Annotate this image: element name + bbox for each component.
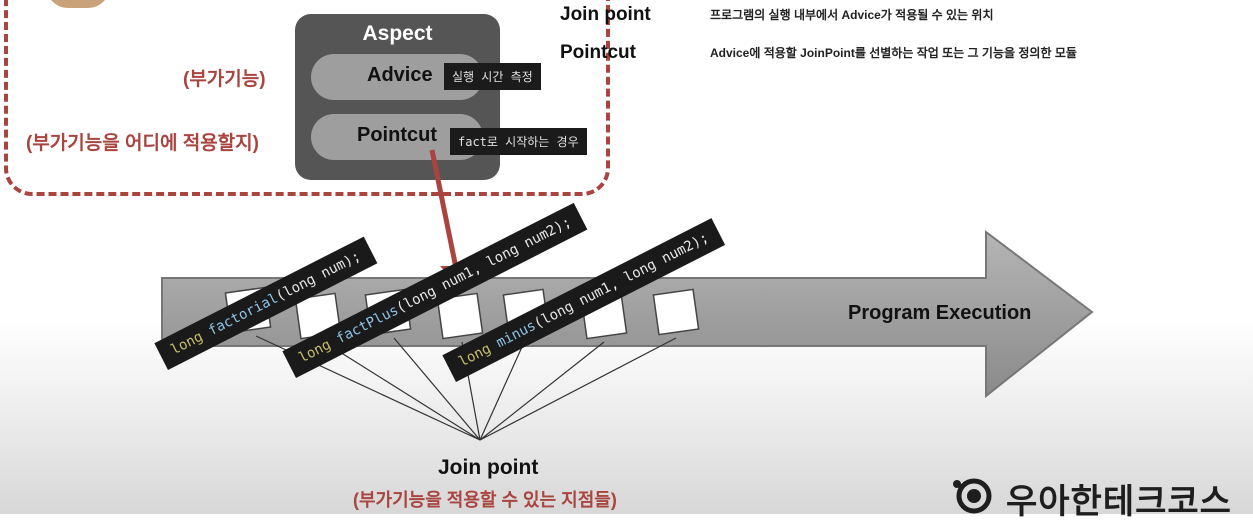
woowa-techcourse-logo: 우아한테크코스 [950, 472, 1250, 521]
logo-icon [953, 478, 992, 514]
aspect-region-dashed-border [4, 0, 610, 196]
join-point-line [479, 337, 527, 441]
join-point-line [323, 341, 481, 441]
join-point-line [393, 337, 481, 441]
advice-label: Advice [367, 64, 433, 86]
logo-text: 우아한테크코스 [1006, 483, 1232, 521]
join-point-square [436, 292, 484, 340]
definition-text-join-point: 프로그램의 실행 내부에서 Advice가 적용될 수 있는 위치 [710, 8, 994, 22]
definition-text-pointcut: Advice에 적용할 JoinPoint를 선별하는 작업 또는 그 기능을 … [710, 46, 1077, 60]
pointcut-label: Pointcut [357, 124, 437, 146]
pointcut-pointer-line [429, 149, 459, 269]
advice-description: (부가기능) [183, 69, 266, 90]
join-point-line [479, 337, 677, 441]
aspect-title: Aspect [362, 22, 433, 45]
avatar [46, 0, 110, 8]
aspect-box: Aspect Advice Pointcut [295, 14, 500, 180]
join-point-square [652, 288, 700, 336]
definition-term-join-point: Join point [560, 4, 651, 25]
join-point-subtitle: (부가기능을 적용할 수 있는 지점들) [353, 490, 617, 510]
join-point-line [479, 341, 605, 441]
pointcut-description: (부가기능을 어디에 적용할지) [26, 133, 259, 154]
join-point-title: Join point [438, 456, 539, 479]
definition-term-pointcut: Pointcut [560, 42, 636, 63]
program-execution-label: Program Execution [848, 302, 1032, 324]
advice-tag: 실행 시간 측정 [444, 63, 541, 90]
pointcut-tag: fact로 시작하는 경우 [450, 128, 587, 155]
join-point-lines [255, 335, 677, 441]
